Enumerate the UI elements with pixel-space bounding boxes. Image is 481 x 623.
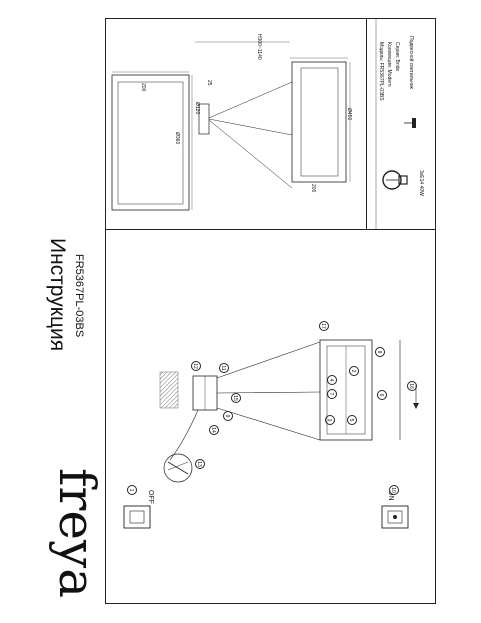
pendant-icon <box>404 118 416 128</box>
canopy-outline <box>198 103 210 135</box>
wiring-detail <box>163 453 193 483</box>
shade-front-outline <box>291 61 347 183</box>
instruction-frame <box>105 18 436 604</box>
switch-off-icon <box>123 505 151 529</box>
shade-side-inner <box>117 81 184 205</box>
lamp-body <box>319 339 373 441</box>
ceiling-hatch <box>159 371 179 409</box>
shade-side-outline <box>111 74 190 211</box>
section-divider <box>105 229 436 230</box>
bulb-icon <box>382 170 408 190</box>
info-column-divider <box>366 18 367 230</box>
switch-on-icon <box>381 505 409 529</box>
